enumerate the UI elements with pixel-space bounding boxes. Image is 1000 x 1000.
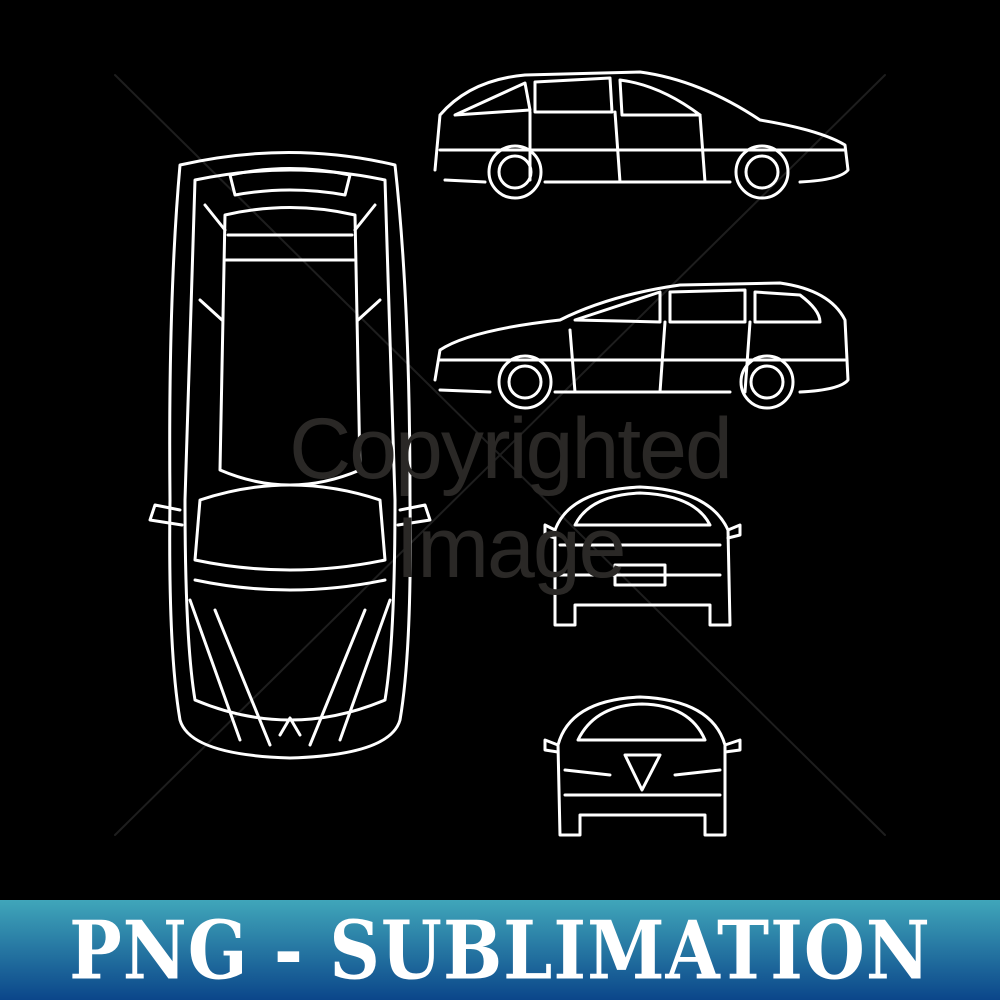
car-front-view [543,695,742,837]
watermark-cross-lines [114,74,886,836]
car-side-view-left [433,70,850,200]
copyright-watermark: Copyrighted Image [289,401,733,596]
car-blueprint-artwork [114,70,886,837]
sublimation-banner: PNG - SUBLIMATION [0,900,1000,1000]
banner-label: PNG - SUBLIMATION [69,902,931,998]
car-rear-view [543,485,742,627]
car-top-view [148,151,432,760]
car-side-view-right [433,281,850,410]
